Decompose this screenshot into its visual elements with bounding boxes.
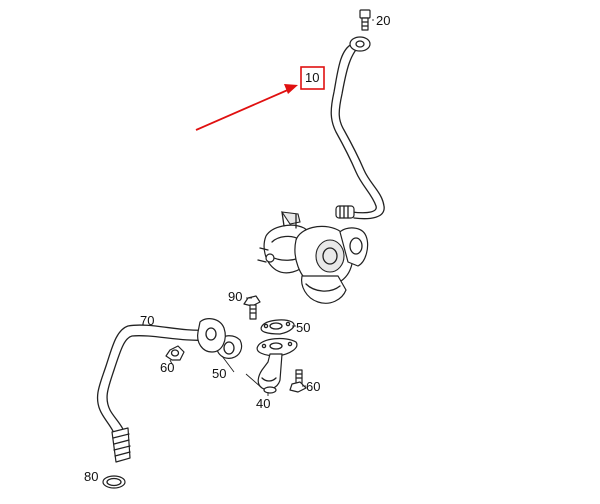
bolt-part-60-right[interactable] [289,369,307,393]
callout-70: 70 [140,313,154,328]
highlight-callout-10[interactable]: 10 [300,66,325,90]
callout-60-left: 60 [160,360,174,375]
oil-return-flange-part-40[interactable] [256,337,298,394]
turbocharger-body [257,211,369,304]
callout-60-right: 60 [306,379,320,394]
callout-90: 90 [228,289,242,304]
red-pointer-arrow [195,84,298,131]
callout-40: 40 [256,396,270,411]
leader-line-60-left [169,359,173,365]
highlight-box [300,66,325,90]
oil-feed-pipe-part-10[interactable] [330,36,385,220]
leader-line-50-lower [221,355,263,389]
o-ring-part-80[interactable] [102,475,126,489]
callout-50-lower: 50 [212,366,226,381]
callout-20: 20 [376,13,390,28]
oil-return-pipe-part-70[interactable] [96,318,226,463]
callout-50-upper: 50 [296,320,310,335]
gasket-part-50-upper[interactable] [260,319,295,335]
bolt-part-90[interactable] [243,295,261,320]
callout-80: 80 [84,469,98,484]
callout-10: 10 [305,70,319,85]
bolt-part-60-left[interactable] [165,345,185,361]
banjo-bolt-part-20[interactable] [359,9,374,31]
